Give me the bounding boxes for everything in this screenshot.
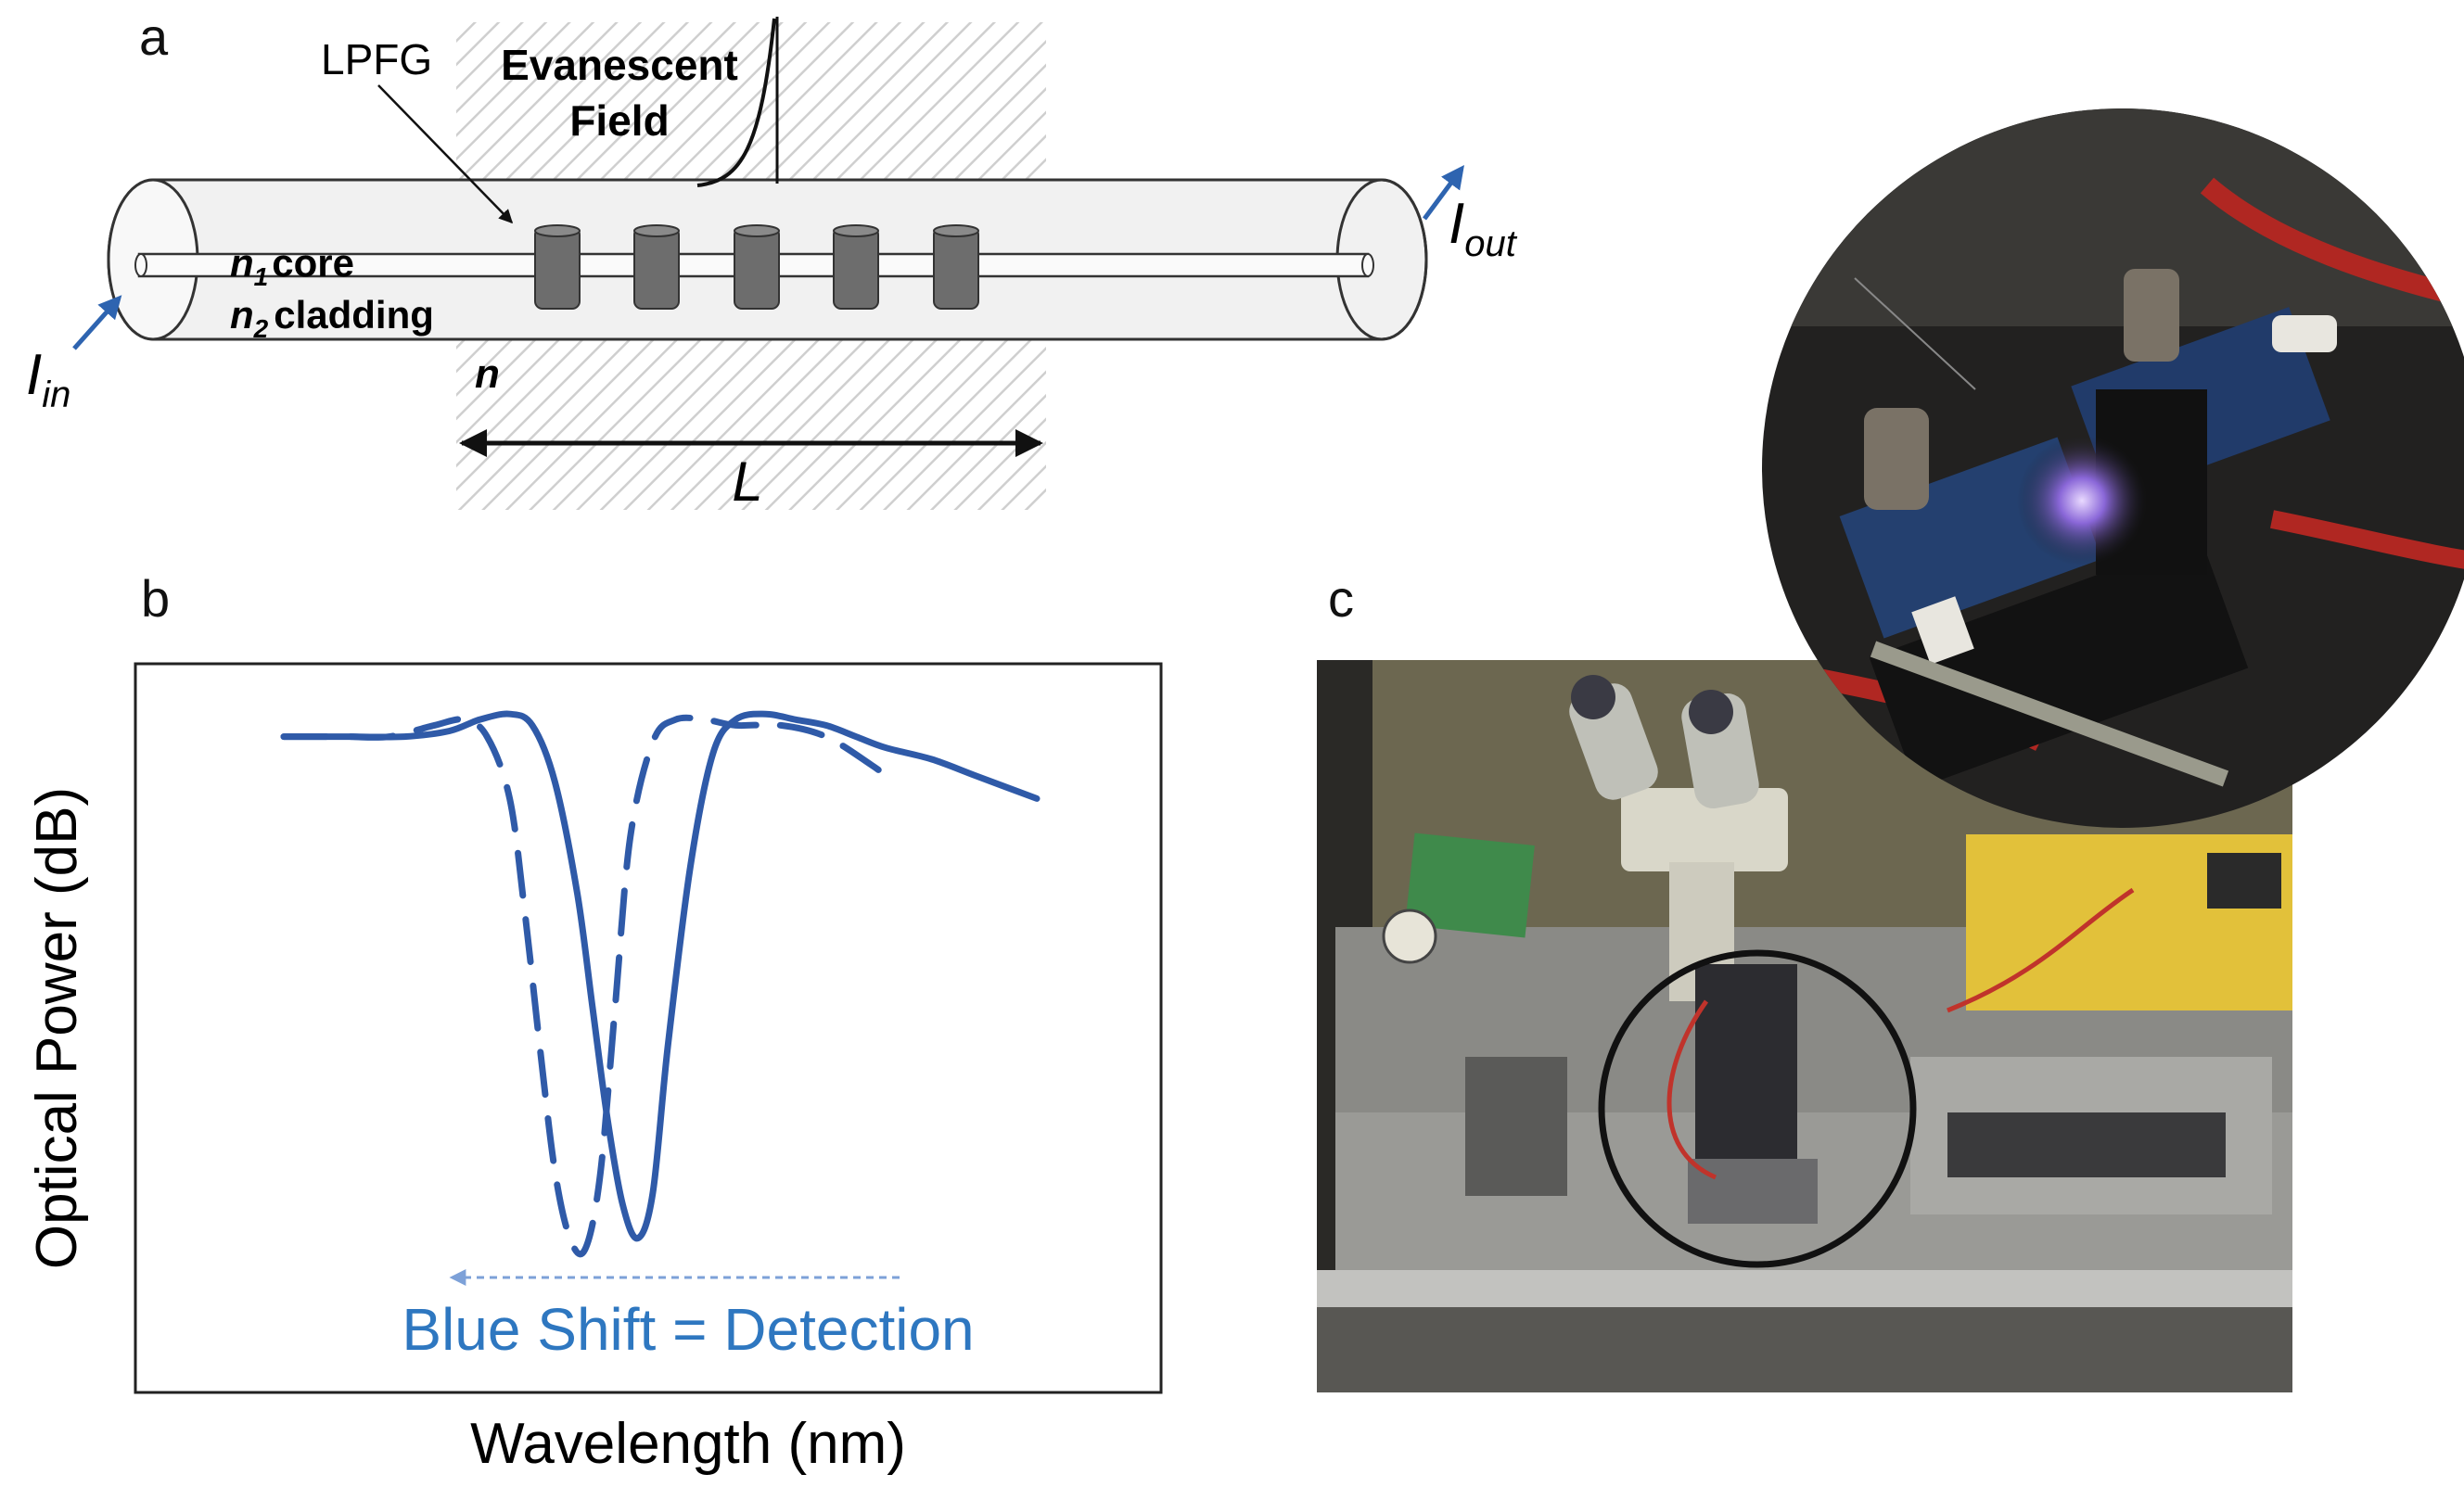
- inset-knob-right: [2124, 269, 2179, 362]
- grating-element: [534, 224, 581, 310]
- photo-stage-left: [1465, 1057, 1567, 1196]
- panel-a-letter: a: [139, 7, 169, 66]
- lpfg-pointer-arrow: [377, 84, 514, 224]
- evanescent-label-line2: Field: [569, 96, 669, 145]
- grating-element: [734, 224, 780, 310]
- inset-knob-left: [1864, 408, 1929, 510]
- evanescent-label-line1: Evanescent: [501, 41, 738, 89]
- light-out-arrow: [1422, 164, 1464, 221]
- core-subscript: 1: [254, 262, 269, 291]
- input-subscript: in: [42, 375, 70, 415]
- series-line-dashed: [280, 714, 890, 1258]
- grating-element: [633, 224, 680, 310]
- input-intensity-label: Iin: [26, 343, 70, 415]
- blue-shift-caption: Blue Shift = Detection: [402, 1296, 974, 1363]
- output-subscript: out: [1464, 223, 1517, 264]
- grating-element: [833, 224, 879, 310]
- series-line-solid: [280, 710, 1040, 1242]
- inset-light-glow: [2017, 436, 2147, 566]
- lpfg-label: LPFG: [321, 35, 432, 83]
- panel-b-chart: Blue Shift = Detection Wavelength (nm) O…: [25, 662, 1163, 1476]
- cladding-text: cladding: [274, 293, 434, 337]
- photo-zoom-inset: [1762, 108, 2464, 828]
- grating-elements: [534, 224, 979, 310]
- cladding-n-symbol: n: [230, 293, 254, 337]
- panel-b-letter: b: [141, 569, 171, 628]
- chart-series-group: [280, 710, 1040, 1258]
- surrounding-medium-bottom: [456, 315, 1046, 510]
- photo-highlight-circle: [1598, 949, 1917, 1268]
- photo-rail: [1317, 1270, 2292, 1307]
- input-i-symbol: I: [26, 343, 42, 407]
- core-text: core: [272, 241, 354, 285]
- output-intensity-label: Iout: [1449, 192, 1518, 264]
- surrounding-index-label: n: [475, 351, 500, 397]
- core-label: n1core: [230, 241, 354, 291]
- y-axis-title: Optical Power (dB): [25, 787, 89, 1269]
- output-i-symbol: I: [1449, 192, 1464, 256]
- light-in-arrow: [72, 295, 122, 350]
- evanescent-field-curve: [696, 18, 776, 187]
- photo-microscope-body: [1621, 788, 1788, 871]
- length-label: L: [732, 451, 762, 513]
- photo-green-sheet: [1405, 832, 1535, 938]
- x-axis-title: Wavelength (nm): [470, 1412, 906, 1476]
- grating-element: [933, 224, 979, 310]
- panel-c-letter: c: [1328, 569, 1354, 628]
- plot-frame: [134, 662, 1163, 1394]
- core-n-symbol: n: [230, 241, 254, 285]
- cladding-subscript: 2: [253, 314, 269, 343]
